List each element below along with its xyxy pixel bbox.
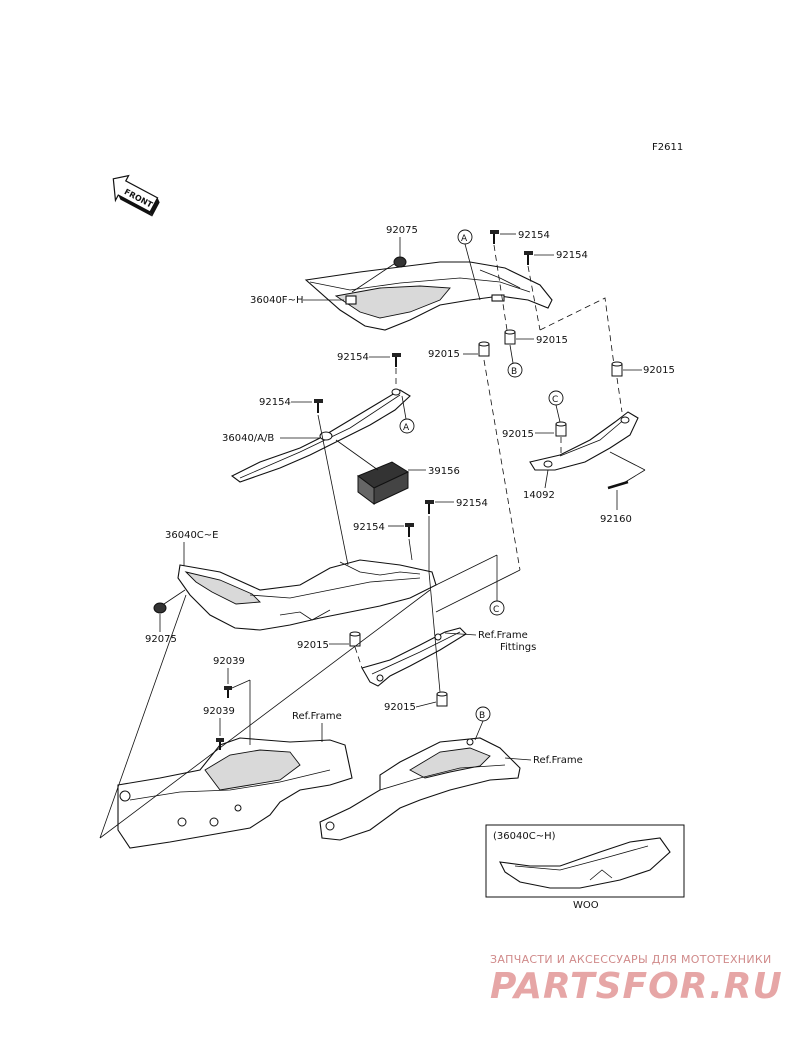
screw-92039-b-icon	[216, 738, 224, 750]
label-92015-e: 92015	[297, 640, 329, 651]
tail-bracket	[529, 411, 639, 471]
label-92015-c: 92015	[643, 365, 675, 376]
label-36040ce: 36040C~E	[165, 530, 219, 541]
label-92075-left: 92075	[145, 634, 177, 645]
screw-92039-a-icon	[224, 686, 232, 698]
watermark-brand: PARTSFOR.RU	[490, 966, 783, 1007]
grommet-left-icon	[153, 602, 167, 614]
screw-92160-icon	[607, 480, 629, 490]
label-92154-b: 92154	[556, 250, 588, 261]
upper-side-cover	[304, 261, 553, 331]
ref-frame-fittings-line: Ref.Frame	[478, 630, 528, 641]
collar-92015-f-icon	[436, 691, 448, 707]
marker-c-right: C	[552, 395, 558, 405]
label-39156: 39156	[428, 466, 460, 477]
label-36040fh: 36040F~H	[250, 295, 303, 306]
front-arrow-icon: FRONT	[112, 174, 160, 217]
right-frame	[319, 737, 521, 841]
label-92075-top: 92075	[386, 225, 418, 236]
left-frame	[117, 737, 353, 849]
marker-a-mid: A	[403, 423, 410, 433]
bolt-92154-c-icon	[392, 353, 401, 367]
label-92015-f: 92015	[384, 702, 416, 713]
collar-92015-right-icon	[504, 329, 516, 345]
watermark-tagline: ЗАПЧАСТИ И АКСЕССУАРЫ ДЛЯ МОТОТЕХНИКИ	[490, 953, 772, 966]
label-92015-top: 92015	[428, 349, 460, 360]
label-92154-e: 92154	[456, 498, 488, 509]
label-14092: 14092	[523, 490, 555, 501]
bolt-92154-b-icon	[524, 251, 533, 265]
inset-caption: WOO	[573, 900, 599, 911]
main-side-cover	[177, 559, 437, 631]
label-92154-f: 92154	[353, 522, 385, 533]
grommet-top-icon	[393, 256, 407, 268]
label-92039-b: 92039	[203, 706, 235, 717]
figure-code: F2611	[652, 142, 683, 153]
collar-92015-c-icon	[611, 361, 623, 377]
label-ref-frame-left: Ref.Frame	[292, 711, 342, 722]
inset-box	[485, 824, 685, 898]
inner-bracket-cover	[230, 388, 411, 483]
label-92015-d: 92015	[502, 429, 534, 440]
frame-fitting-bracket	[361, 627, 467, 687]
marker-c-left: C	[493, 605, 499, 615]
label-92039-a: 92039	[213, 656, 245, 667]
sponge-pad	[356, 461, 410, 505]
label-92154-c: 92154	[337, 352, 369, 363]
collar-92015-d-icon	[555, 421, 567, 437]
label-ref-frame-right: Ref.Frame	[533, 755, 583, 766]
label-36040ab: 36040/A/B	[222, 433, 274, 444]
marker-b-top: B	[511, 367, 517, 377]
ref-frame-fittings-line-2: Fittings	[500, 642, 536, 653]
marker-b-bottom: B	[479, 711, 485, 721]
label-92154-d: 92154	[259, 397, 291, 408]
marker-a-top: A	[461, 234, 468, 244]
label-ref-frame-fittings: Ref.Frame Fittings	[478, 630, 536, 653]
inset-label: (36040C~H)	[493, 831, 556, 842]
bolt-92154-e-icon	[425, 500, 434, 514]
collar-92015-top-icon	[478, 341, 490, 357]
bolt-92154-a-icon	[490, 230, 499, 244]
label-92154-a: 92154	[518, 230, 550, 241]
label-92160: 92160	[600, 514, 632, 525]
bolt-92154-d-icon	[314, 399, 323, 413]
bolt-92154-f-icon	[405, 523, 414, 537]
label-92015-right: 92015	[536, 335, 568, 346]
